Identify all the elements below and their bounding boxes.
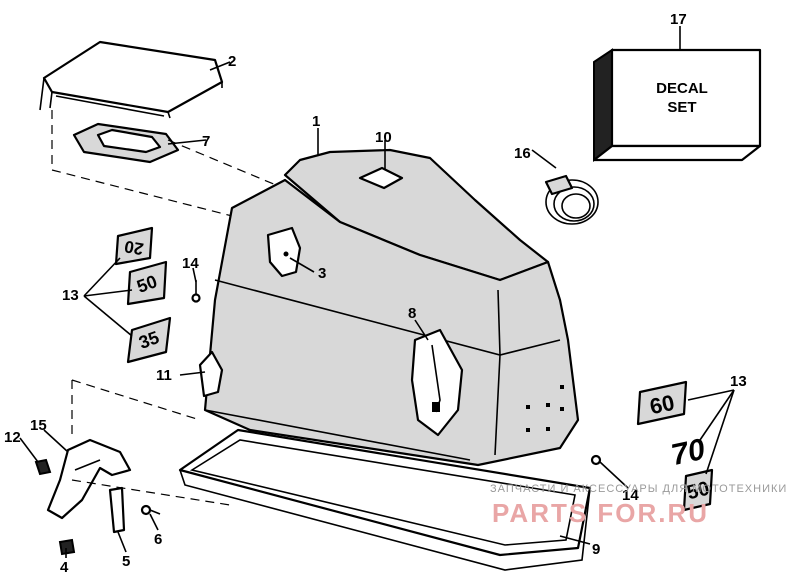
- hinge-bracket: [46, 438, 132, 520]
- badge-right-mid-label: 70: [668, 433, 708, 472]
- callout-13-right: 13: [730, 373, 747, 390]
- watermark-caption: ЗАПЧАСТИ И АКСЕССУАРЫ ДЛЯ МОТОТЕХНИКИ: [490, 483, 787, 495]
- badge-left-top: 20: [114, 226, 154, 266]
- watermark-brand: PARTS FOR.RU: [492, 498, 709, 528]
- callout-14-right: 14: [622, 487, 639, 504]
- badge-left-bottom: 35: [126, 316, 172, 364]
- callout-5: 5: [122, 553, 130, 570]
- callout-10: 10: [375, 129, 392, 146]
- callout-7: 7: [202, 133, 210, 150]
- screw-14-left: [191, 280, 201, 303]
- callout-17: 17: [670, 11, 687, 28]
- badge-right-bottom-label: 50: [685, 478, 712, 505]
- badge-right-mid: 70: [668, 433, 708, 472]
- badge-left-top-label: 20: [123, 236, 145, 258]
- decal-set-line1: DECAL: [656, 80, 708, 97]
- callout-1: 1: [312, 113, 320, 130]
- engine-cover: [198, 148, 580, 467]
- leader-lines: [19, 26, 735, 558]
- badge-right-top: 60: [636, 380, 688, 426]
- decal-set-line2: SET: [667, 99, 696, 116]
- leader-dashes-top: [51, 110, 301, 219]
- callout-8: 8: [408, 305, 416, 322]
- callout-4: 4: [60, 559, 69, 574]
- callout-11: 11: [156, 367, 172, 384]
- seal-frame: [178, 428, 592, 571]
- decal-set-box: DECAL SET: [592, 48, 762, 163]
- callout-labels: 1 2 3 4 5 6 7 8 9 10 11 12 13 13 14 14 1…: [4, 11, 747, 574]
- callout-9: 9: [592, 541, 600, 558]
- callout-14-left: 14: [182, 255, 199, 272]
- side-vents: [526, 385, 564, 432]
- screw-14-right: [590, 454, 602, 466]
- watermark: ЗАПЧАСТИ И АКСЕССУАРЫ ДЛЯ МОТОТЕХНИКИ PA…: [490, 483, 787, 528]
- emblem-plate: [266, 226, 302, 278]
- badge-left-mid: 50: [126, 260, 168, 306]
- rivet: [58, 538, 76, 556]
- badge-set-left: 20 50 35: [114, 226, 172, 364]
- top-vent-insert: [358, 166, 404, 190]
- pin: [108, 486, 126, 534]
- leader-dashes-bottom: [71, 379, 231, 506]
- callout-15: 15: [30, 417, 47, 434]
- badge-right-top-label: 60: [648, 390, 677, 420]
- gasket-ring: [72, 122, 180, 164]
- callout-3: 3: [318, 265, 326, 282]
- callout-16: 16: [514, 145, 531, 162]
- clip-part: [34, 458, 52, 476]
- callout-13-left: 13: [62, 287, 79, 304]
- callout-6: 6: [154, 531, 162, 548]
- callout-2: 2: [228, 53, 236, 70]
- badge-right-bottom: 50: [682, 468, 714, 512]
- top-cover-lid: [39, 40, 224, 119]
- screw: [140, 504, 161, 516]
- wire-coil: [544, 174, 599, 225]
- left-latch-plate: [198, 350, 224, 398]
- callout-12: 12: [4, 429, 21, 446]
- badge-set-right: 60 70 50: [636, 380, 714, 512]
